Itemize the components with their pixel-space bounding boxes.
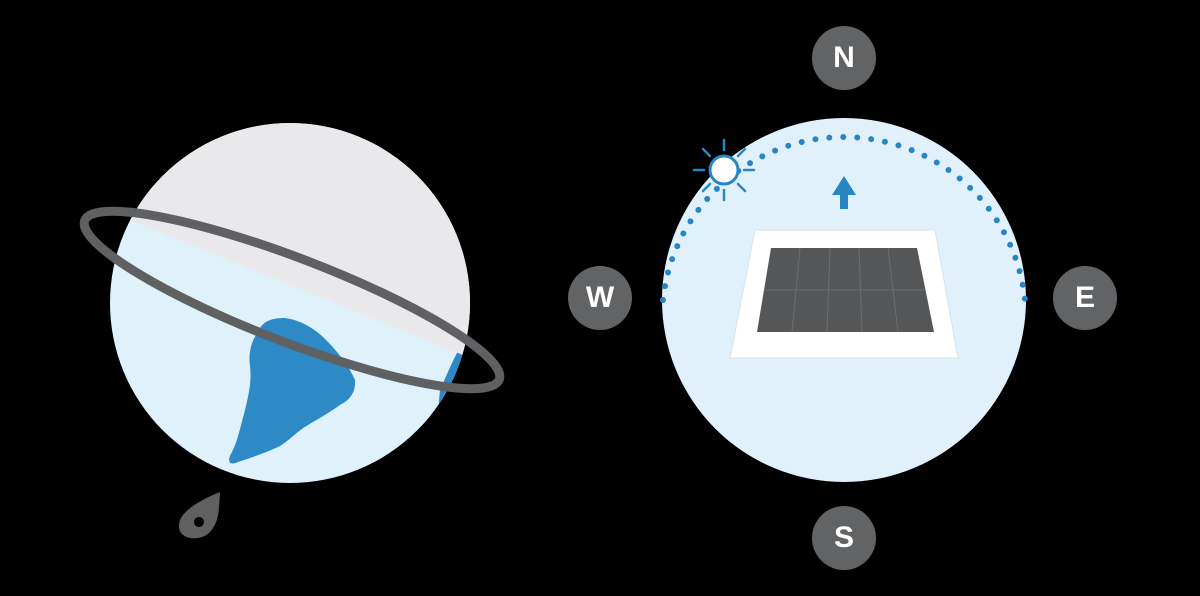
compass-east: E <box>1053 266 1117 330</box>
sun-icon <box>692 138 756 202</box>
north-arrow-icon <box>832 176 856 209</box>
sun-path-dots <box>660 134 1028 303</box>
solar-panel-icon <box>729 229 959 359</box>
compass-north: N <box>812 26 876 90</box>
compass-west: W <box>568 266 632 330</box>
compass-south: S <box>812 506 876 570</box>
orbit-ring-icon <box>79 206 505 394</box>
location-pin-icon <box>178 492 220 539</box>
